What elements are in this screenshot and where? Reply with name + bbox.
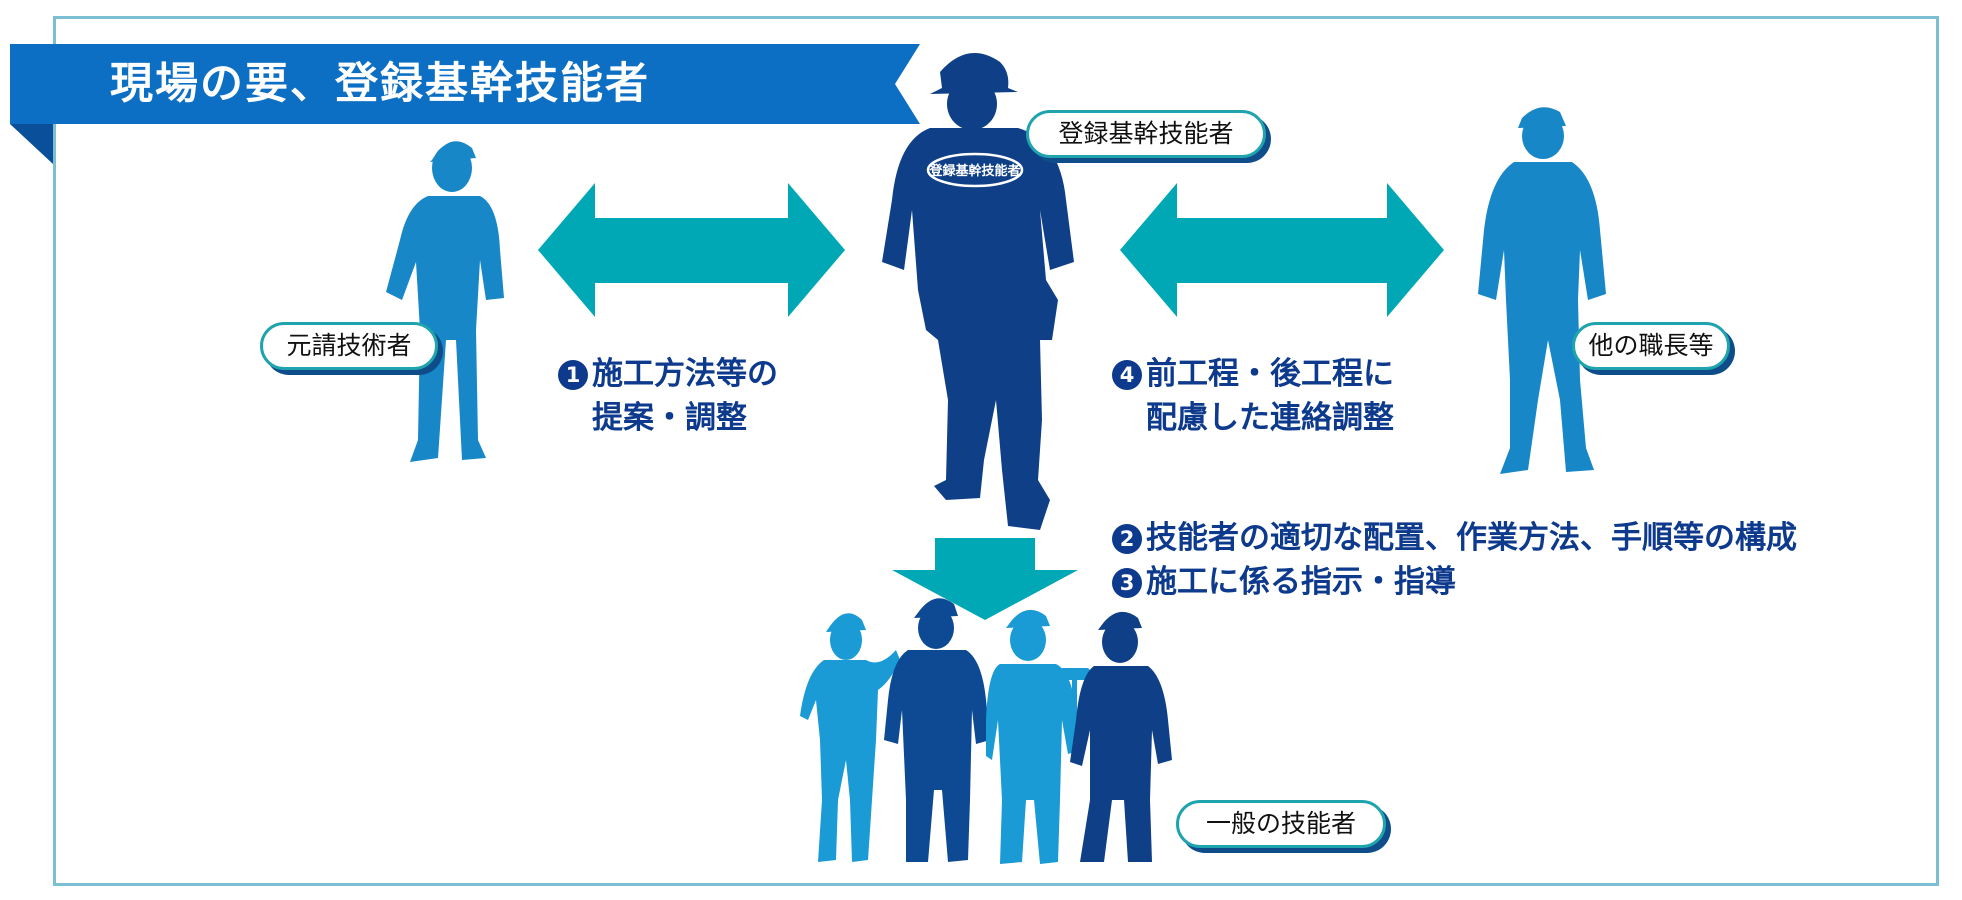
node-workers: 一般の技能者 bbox=[1176, 800, 1386, 848]
double-arrow-icon bbox=[1120, 183, 1444, 317]
diagram-frame bbox=[53, 16, 1939, 886]
node-prime: 元請技術者 bbox=[260, 322, 438, 370]
number-badge: 4 bbox=[1112, 360, 1142, 390]
worker-silhouette-icon bbox=[986, 609, 1090, 864]
worker-silhouette-icon bbox=[1070, 611, 1172, 862]
worker-silhouette-icon bbox=[386, 141, 504, 462]
badge-ring-icon bbox=[926, 152, 1024, 188]
banner-ribbon-icon bbox=[10, 44, 920, 164]
worker-silhouette-icon bbox=[884, 598, 990, 862]
node-foreman: 他の職長等 bbox=[1572, 322, 1730, 370]
worker-silhouette-icon bbox=[1478, 107, 1606, 474]
worker-silhouette-icon bbox=[882, 53, 1074, 530]
number-badge: 3 bbox=[1112, 568, 1142, 598]
worker-silhouette-icon bbox=[800, 613, 900, 862]
core-badge-label: 登録基幹技能者 bbox=[928, 163, 1020, 179]
number-badge: 1 bbox=[558, 360, 588, 390]
page-title: 現場の要、登録基幹技能者 bbox=[110, 59, 650, 109]
number-badge: 2 bbox=[1112, 524, 1142, 554]
down-arrow-icon bbox=[892, 538, 1078, 620]
node-core: 登録基幹技能者 bbox=[1026, 110, 1266, 158]
double-arrow-icon bbox=[538, 183, 845, 317]
